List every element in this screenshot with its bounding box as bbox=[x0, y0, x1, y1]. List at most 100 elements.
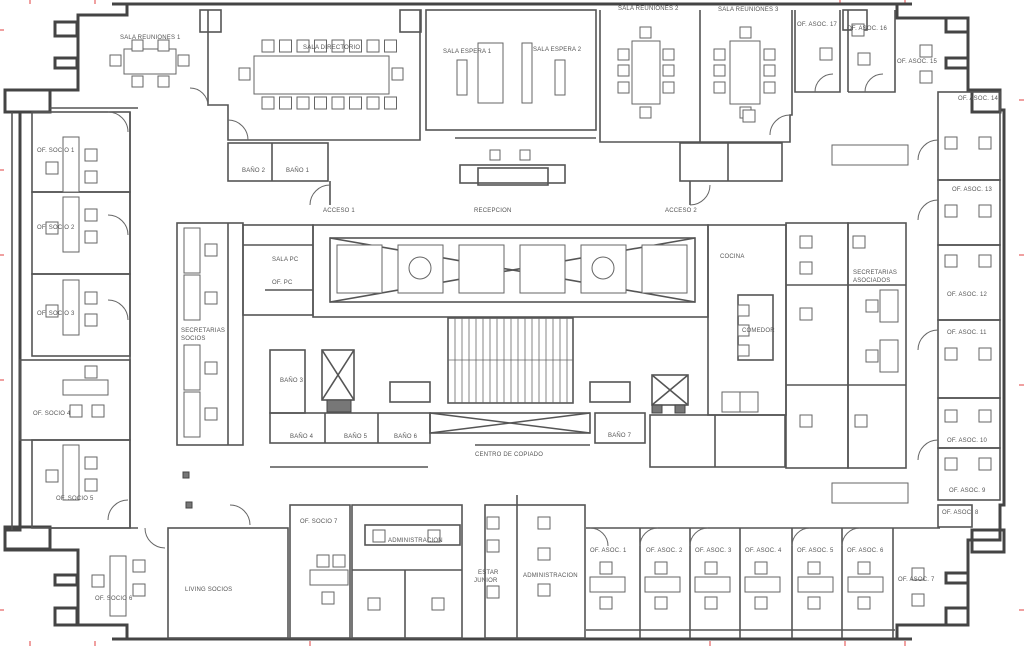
label-bano-6: BAÑO 6 bbox=[394, 433, 418, 440]
interior-walls bbox=[19, 9, 1001, 639]
desk bbox=[847, 576, 884, 593]
label-sala-reuniones-3: SALA REUNIONES 3 bbox=[718, 7, 779, 13]
label-of-socio-7: OF. SOCIO 7 bbox=[300, 519, 338, 525]
chair bbox=[807, 596, 821, 610]
chair bbox=[852, 235, 866, 249]
chair bbox=[331, 39, 345, 53]
label-living-socios: LIVING SOCIOS bbox=[185, 587, 232, 593]
chair bbox=[978, 254, 992, 268]
label-bano-3: BAÑO 3 bbox=[280, 377, 304, 384]
chair bbox=[91, 574, 105, 588]
label-of-asoc-11: OF. ASOC. 11 bbox=[947, 330, 987, 336]
chair bbox=[321, 591, 335, 605]
chair bbox=[238, 67, 251, 81]
label-of-socio-2: OF. SOCIO 2 bbox=[37, 225, 75, 231]
chair bbox=[713, 48, 726, 61]
chair bbox=[654, 596, 668, 610]
chair bbox=[865, 299, 879, 313]
chair bbox=[799, 261, 813, 275]
desk bbox=[589, 576, 626, 593]
label-of-asoc-12: OF. ASOC. 12 bbox=[947, 292, 988, 298]
chair bbox=[486, 585, 500, 599]
chair bbox=[944, 204, 958, 218]
chair bbox=[366, 96, 380, 110]
label-administracion-1: ADMINISTRACION bbox=[388, 538, 443, 544]
chair bbox=[857, 561, 871, 575]
desk bbox=[109, 555, 127, 617]
chair bbox=[314, 39, 327, 53]
label-of-asoc-17: OF. ASOC. 17 bbox=[797, 22, 838, 28]
chair bbox=[296, 96, 310, 110]
label-of-asoc-8: OF. ASOC. 8 bbox=[942, 510, 979, 516]
desk bbox=[62, 279, 80, 336]
chair bbox=[737, 344, 750, 357]
chair bbox=[427, 529, 441, 543]
chair bbox=[372, 529, 386, 543]
chair bbox=[316, 554, 330, 568]
side-table bbox=[554, 59, 566, 96]
label-acceso-2: ACCESO 2 bbox=[665, 208, 697, 214]
desk bbox=[183, 391, 201, 438]
chair bbox=[763, 48, 776, 61]
desk bbox=[183, 344, 201, 391]
chair bbox=[799, 414, 813, 428]
label-sala-reuniones-1: SALA REUNIONES 1 bbox=[120, 35, 181, 41]
chair bbox=[367, 597, 381, 611]
chair bbox=[84, 291, 98, 305]
boardroom-table bbox=[253, 55, 390, 95]
label-bano-2: BAÑO 2 bbox=[242, 167, 266, 174]
label-of-socio-3: OF. SOCIO 3 bbox=[37, 311, 75, 317]
chair bbox=[599, 561, 613, 575]
label-centro-copiado: CENTRO DE COPIADO bbox=[475, 452, 543, 458]
chair bbox=[537, 583, 551, 597]
chair bbox=[261, 96, 275, 110]
chair bbox=[911, 567, 925, 581]
chair bbox=[384, 39, 397, 53]
label-of-asoc-14: OF. ASOC. 14 bbox=[958, 96, 999, 102]
chair bbox=[296, 39, 310, 53]
chair bbox=[978, 347, 992, 361]
label-bano-5: BAÑO 5 bbox=[344, 433, 368, 440]
chair bbox=[431, 597, 445, 611]
chair bbox=[617, 81, 630, 94]
chair bbox=[391, 67, 404, 81]
chair bbox=[819, 47, 833, 61]
chair bbox=[45, 221, 59, 235]
chair bbox=[799, 307, 813, 321]
chair bbox=[349, 39, 362, 53]
label-of-asoc-13: OF. ASOC. 13 bbox=[952, 187, 993, 193]
desk bbox=[183, 227, 201, 274]
chair bbox=[204, 243, 218, 257]
chair bbox=[807, 561, 821, 575]
chair bbox=[713, 64, 726, 77]
desk bbox=[62, 379, 109, 396]
chair bbox=[84, 478, 98, 492]
label-recepcion: RECEPCION bbox=[474, 208, 511, 214]
chair bbox=[84, 170, 98, 184]
label-acceso-1: ACCESO 1 bbox=[323, 208, 355, 214]
side-table bbox=[456, 59, 468, 96]
chair bbox=[739, 26, 752, 39]
label-of-pc: OF. PC bbox=[272, 280, 293, 286]
chair bbox=[662, 48, 675, 61]
label-of-asoc-4: OF. ASOC. 4 bbox=[745, 548, 782, 554]
chair bbox=[84, 313, 98, 327]
sofa bbox=[477, 42, 504, 104]
chair bbox=[486, 516, 500, 530]
chair bbox=[978, 136, 992, 150]
chair bbox=[639, 26, 652, 39]
exterior-walls bbox=[3, 2, 1006, 641]
desk bbox=[183, 274, 201, 321]
chair bbox=[654, 561, 668, 575]
sofa bbox=[521, 42, 533, 104]
door-swings bbox=[107, 73, 939, 549]
room-labels: SALA REUNIONES 1 SALA DIRECTORIO SALA ES… bbox=[33, 6, 999, 602]
chair bbox=[617, 64, 630, 77]
desk bbox=[797, 576, 834, 593]
label-sala-espera-2: SALA ESPERA 2 bbox=[533, 47, 582, 53]
chair bbox=[279, 39, 292, 53]
desk bbox=[694, 576, 731, 593]
chair bbox=[944, 136, 958, 150]
